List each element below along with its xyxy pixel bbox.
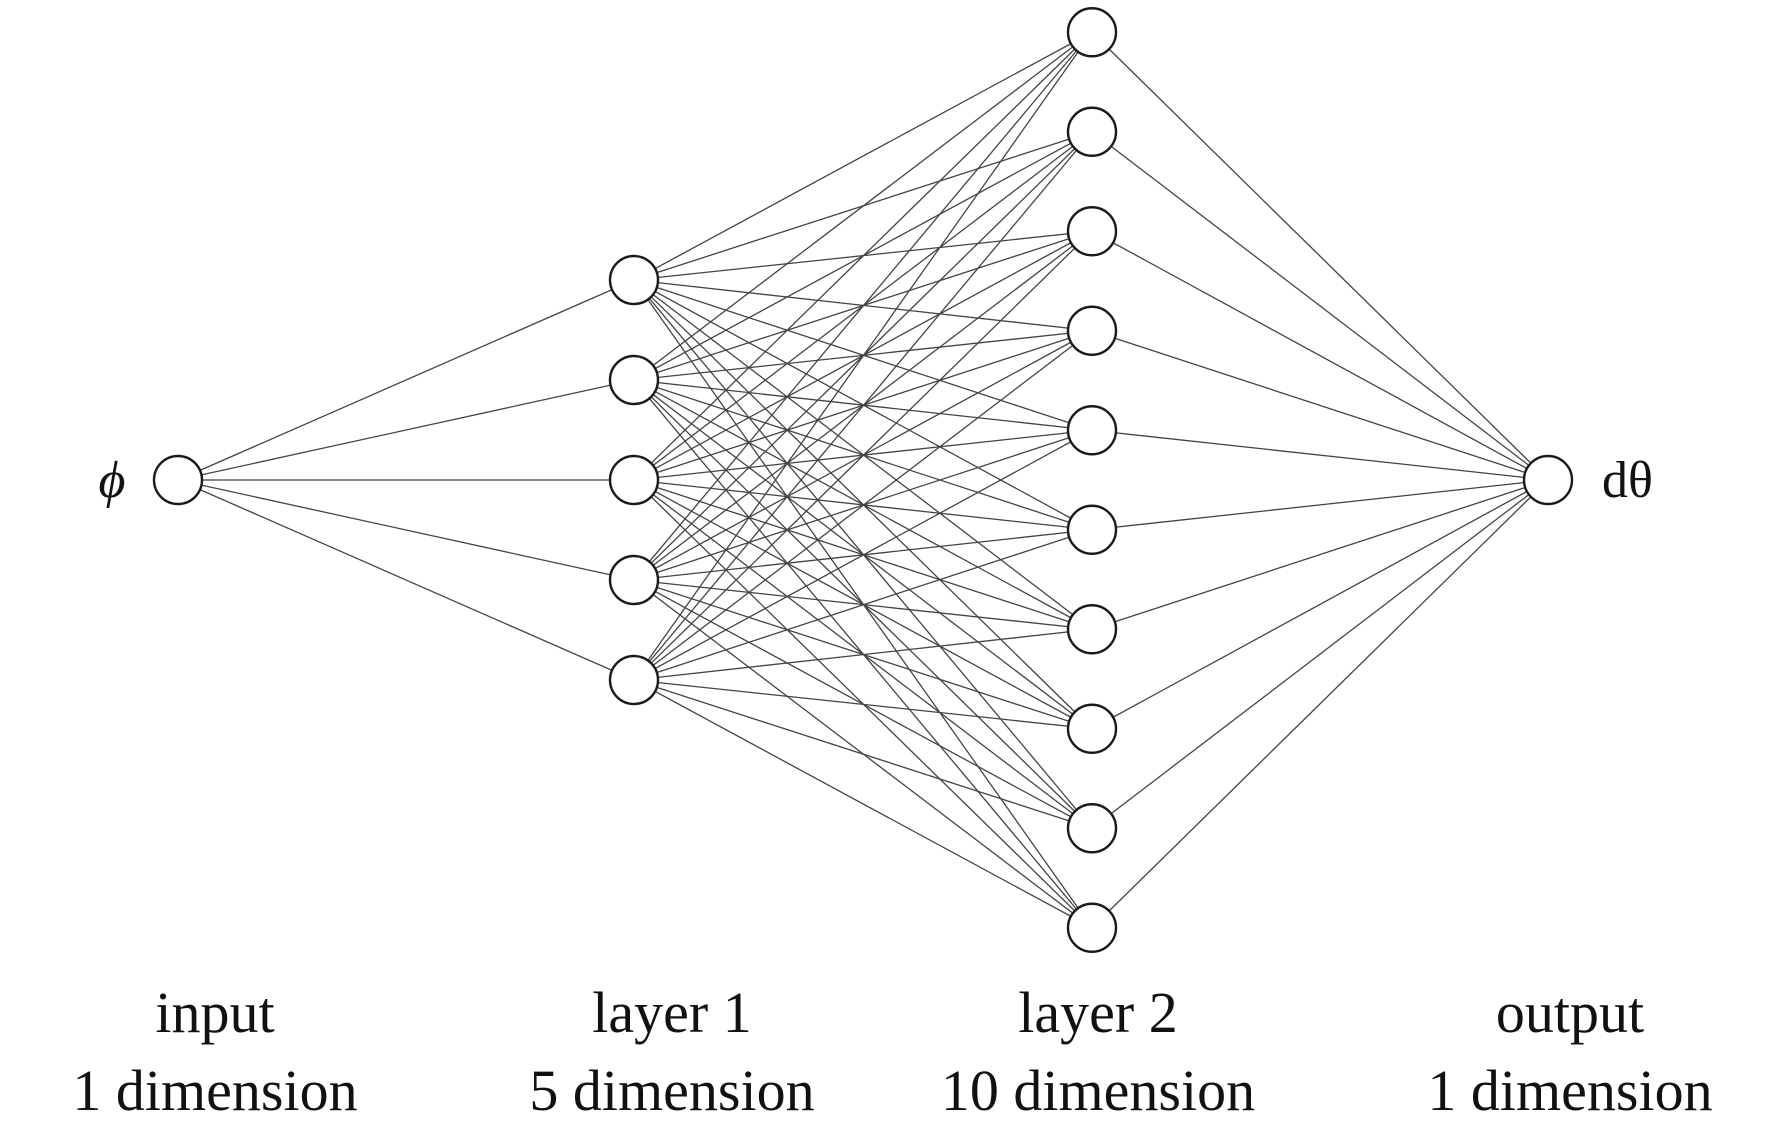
layer-name-input: input	[155, 980, 274, 1045]
edge-l2n0-l3n0	[1091, 31, 1549, 481]
neuron-layer-2-3	[1066, 206, 1118, 257]
edge-l0n0-l1n1	[177, 379, 635, 481]
edge-l1n3-l2n0	[633, 31, 1093, 581]
neuron-layer-2-7	[1066, 604, 1118, 655]
output-symbol: dθ	[1602, 452, 1653, 509]
layer-name-layer-2: layer 2	[1018, 980, 1177, 1045]
layer-name-layer-1: layer 1	[592, 980, 751, 1045]
neuron-layer-2-2	[1066, 106, 1118, 157]
neuron-output-1	[1522, 454, 1574, 506]
neuron-layer-1-1	[608, 254, 660, 306]
edge-l2n9-l3n0	[1091, 479, 1549, 929]
neuron-layer-2-1	[1066, 7, 1118, 58]
edge-l1n4-l2n2	[633, 230, 1093, 681]
edge-l1n4-l2n8	[633, 679, 1093, 829]
neuron-layer-2-6	[1066, 504, 1118, 555]
edge-l1n4-l2n1	[633, 131, 1093, 681]
edge-l2n4-l3n0	[1091, 429, 1549, 481]
edge-l2n7-l3n0	[1091, 479, 1549, 730]
edge-l2n2-l3n0	[1091, 230, 1549, 481]
input-symbol: ϕ	[99, 452, 126, 509]
neuron-layer-1-3	[608, 454, 660, 506]
layer-dimension-layer-1: 5 dimension	[529, 1058, 814, 1123]
edge-l1n1-l2n0	[633, 31, 1093, 381]
edge-l1n4-l2n0	[633, 31, 1093, 681]
edge-l0n0-l1n0	[177, 279, 635, 481]
edge-l1n0-l2n0	[633, 31, 1093, 281]
edge-l1n4-l2n9	[633, 679, 1093, 929]
neuron-layer-2-9	[1066, 803, 1118, 854]
edge-l1n4-l2n3	[633, 330, 1093, 681]
connections	[177, 31, 1549, 929]
edge-l1n4-l2n5	[633, 529, 1093, 681]
neuron-layer-2-4	[1066, 305, 1118, 356]
neuron-input-1	[152, 454, 204, 506]
output-symbol-text: dθ	[1602, 452, 1653, 509]
neurons	[152, 7, 1574, 953]
layer-dimension-input: 1 dimension	[72, 1058, 357, 1123]
edge-l1n4-l2n4	[633, 429, 1093, 681]
edge-l2n3-l3n0	[1091, 330, 1549, 481]
edge-l2n1-l3n0	[1091, 131, 1549, 481]
layer-dimension-output: 1 dimension	[1427, 1058, 1712, 1123]
neuron-layer-2-5	[1066, 405, 1118, 456]
edge-l0n0-l1n3	[177, 479, 635, 581]
edge-l0n0-l1n4	[177, 479, 635, 681]
neuron-layer-2-10	[1066, 902, 1118, 953]
neuron-layer-1-2	[608, 354, 660, 406]
neuron-layer-2-8	[1066, 703, 1118, 754]
neuron-layer-1-4	[608, 554, 660, 606]
edge-l1n2-l2n0	[633, 31, 1093, 481]
edge-l1n4-l2n7	[633, 679, 1093, 730]
layer-dimension-layer-2: 10 dimension	[941, 1058, 1255, 1123]
layer-name-output: output	[1496, 980, 1644, 1045]
edge-l2n6-l3n0	[1091, 479, 1549, 630]
edge-l1n4-l2n6	[633, 628, 1093, 681]
neuron-layer-1-5	[608, 654, 660, 706]
edge-l2n8-l3n0	[1091, 479, 1549, 829]
edge-l2n5-l3n0	[1091, 479, 1549, 531]
layer-labels: input 1 dimension layer 1 5 dimension la…	[72, 980, 1712, 1123]
